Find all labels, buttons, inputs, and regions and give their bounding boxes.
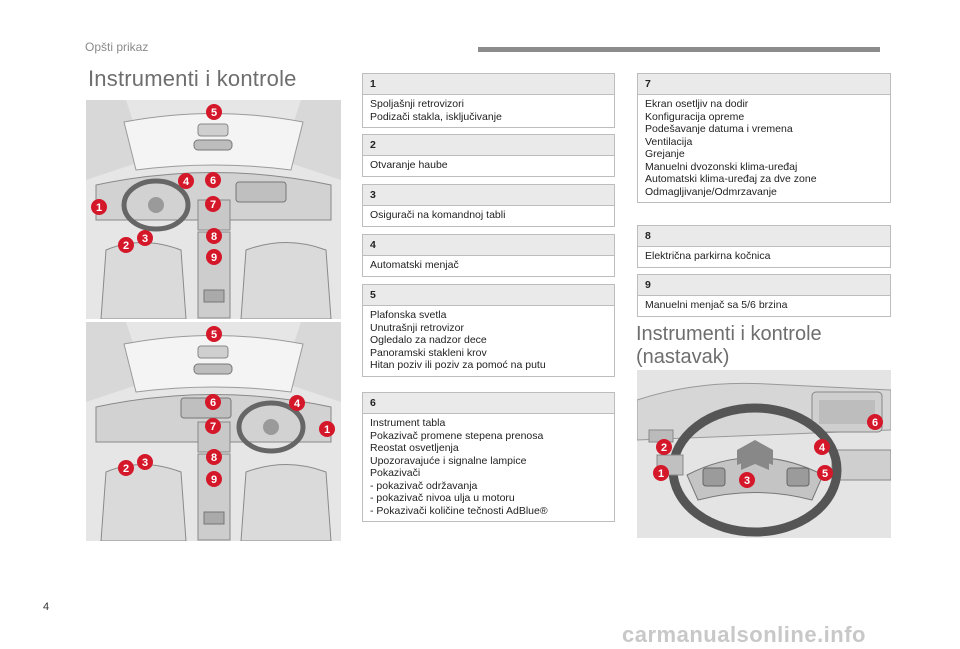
badge-label: 1 [96, 202, 102, 214]
panel-line: Pokazivači [370, 467, 421, 479]
panel-line: Hitan poziv ili poziv za pomoć na putu [370, 359, 546, 371]
panel-line: Ekran osetljiv na dodir [645, 98, 749, 110]
panel-line: Odmagljivanje/Odmrzavanje [645, 185, 777, 198]
badge-label: 4 [183, 176, 190, 188]
panel-number: 4 [363, 235, 614, 256]
badge-label: 6 [872, 417, 878, 429]
panel-line: Upozoravajuće i signalne lampice [370, 454, 527, 467]
callout-badges-bottom: 5 6 4 1 7 3 2 8 9 [118, 326, 335, 487]
panel-line: Unutrašnji retrovizor [370, 321, 464, 334]
badge-label: 5 [211, 329, 217, 341]
badge-label: 3 [142, 457, 148, 469]
callout-badges-wheel: 6 2 4 1 3 5 [653, 414, 883, 488]
panel-1: 1 Spoljašnji retrovizori Podizači stakla… [362, 73, 615, 128]
panel-number: 8 [638, 226, 890, 247]
badge-label: 5 [822, 468, 828, 480]
badge-label: 1 [658, 468, 664, 480]
badge-label: 4 [819, 442, 826, 454]
page-title: Instrumenti i kontrole [88, 66, 297, 91]
badge-label: 3 [744, 475, 750, 487]
subtitle-line-1: Instrumenti i kontrole [636, 323, 822, 345]
badge-label: 1 [324, 424, 330, 436]
panel-line: Konfiguracija opreme [645, 110, 745, 123]
badge-label: 2 [123, 240, 129, 252]
panel-line: Pokazivač promene stepena prenosa [370, 429, 544, 442]
badge-label: 6 [210, 397, 216, 409]
badge-label: 3 [142, 233, 148, 245]
badge-label: 8 [211, 452, 217, 464]
panel-line: Ventilacija [645, 135, 693, 148]
page-number: 4 [43, 601, 50, 613]
badge-label: 9 [211, 252, 217, 264]
panel-number: 7 [638, 74, 890, 95]
section-subtitle: Instrumenti i kontrole (nastavak) [636, 323, 822, 369]
panel-5: 5 Plafonska svetla Unutrašnji retrovizor… [362, 284, 615, 377]
badge-label: 5 [211, 107, 217, 119]
panel-4: 4 Automatski menjač [362, 234, 615, 277]
panel-line: Automatski menjač [370, 259, 459, 271]
panel-line: - Pokazivači količine tečnosti AdBlue® [370, 504, 548, 517]
panel-line: Podešavanje datuma i vremena [645, 123, 793, 135]
panel-line: Grejanje [645, 148, 685, 160]
panel-line: Plafonska svetla [370, 309, 447, 321]
badge-label: 2 [661, 442, 667, 454]
panel-line: Spoljašnji retrovizori [370, 98, 464, 110]
header-bar [478, 47, 880, 52]
badge-label: 6 [210, 175, 216, 187]
watermark: carmanualsonline.info [622, 622, 866, 647]
panel-line: Automatski klima-uređaj za dve zone [645, 173, 817, 185]
section-header: Opšti prikaz [85, 40, 149, 54]
panel-line: Električna parkirna kočnica [645, 250, 771, 262]
panel-7: 7 Ekran osetljiv na dodir Konfiguracija … [637, 73, 891, 203]
badge-label: 4 [294, 398, 301, 410]
panel-number: 3 [363, 185, 614, 206]
panel-line: Reostat osvetljenja [370, 442, 459, 454]
panel-number: 5 [363, 285, 614, 306]
panel-line: Manuelni dvozonski klima-uređaj [645, 160, 798, 173]
badge-label: 9 [211, 474, 217, 486]
panel-number: 9 [638, 275, 890, 296]
panel-line: Osigurači na komandnoj tabli [370, 209, 506, 221]
panel-line: Instrument tabla [370, 417, 446, 429]
badge-label: 7 [210, 421, 216, 433]
panel-line: Panoramski stakleni krov [370, 346, 487, 359]
panel-line: Manuelni menjač sa 5/6 brzina [645, 299, 788, 311]
cockpit-illustration-lhd: 5 4 6 1 7 3 2 8 9 [86, 100, 341, 319]
panel-number: 2 [363, 135, 614, 156]
subtitle-line-2: (nastavak) [636, 346, 730, 368]
panel-line: Podizači stakla, isključivanje [370, 110, 502, 123]
panel-2: 2 Otvaranje haube [362, 134, 615, 177]
badge-label: 7 [210, 199, 216, 211]
panel-number: 1 [363, 74, 614, 95]
panel-9: 9 Manuelni menjač sa 5/6 brzina [637, 274, 891, 317]
callout-badges-top: 5 4 6 1 7 3 2 8 9 [91, 104, 222, 265]
panel-8: 8 Električna parkirna kočnica [637, 225, 891, 268]
panel-line: Otvaranje haube [370, 159, 448, 171]
panel-3: 3 Osigurači na komandnoj tabli [362, 184, 615, 227]
panel-line: - pokazivač nivoa ulja u motoru [370, 492, 515, 504]
cockpit-illustration-rhd: 5 6 4 1 7 3 2 8 9 [86, 322, 341, 541]
badge-label: 8 [211, 231, 217, 243]
badge-label: 2 [123, 463, 129, 475]
panel-line: - pokazivač održavanja [370, 479, 478, 492]
panel-6: 6 Instrument tabla Pokazivač promene ste… [362, 392, 615, 522]
panel-number: 6 [363, 393, 614, 414]
steering-wheel-illustration: 6 2 4 1 3 5 [637, 370, 891, 538]
panel-line: Ogledalo za nadzor dece [370, 334, 487, 346]
